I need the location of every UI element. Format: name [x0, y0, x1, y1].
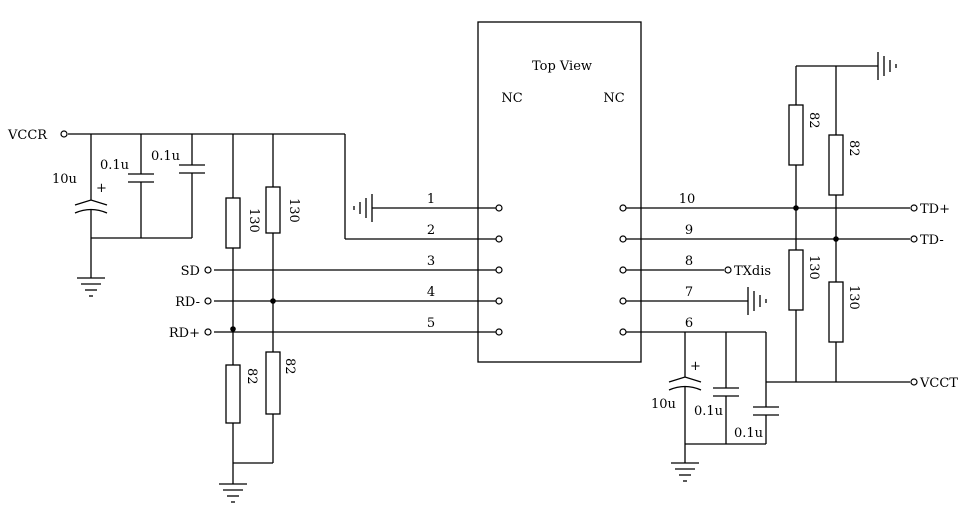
pin-3-label: 3 — [427, 254, 435, 269]
r-td-top-2-value: 82 — [846, 140, 861, 157]
sd-terminal — [204, 266, 212, 274]
chip-body — [477, 21, 642, 363]
rx-cap-2-value: 0.1u — [151, 149, 180, 164]
pin-1-label: 1 — [427, 192, 435, 207]
txdis-terminal — [724, 266, 732, 274]
tx-cap-2-value: 0.1u — [734, 426, 763, 441]
rd-minus-label: RD- — [175, 295, 200, 310]
vccr-label: VCCR — [7, 128, 48, 143]
rd-minus-junction — [270, 298, 276, 304]
pin-1-ground-symbol — [353, 194, 373, 222]
td-minus-label: TD- — [920, 233, 944, 248]
vcct-terminal — [910, 378, 918, 386]
r-td-bot-2-value: 130 — [846, 285, 861, 310]
rd-minus-terminal — [204, 297, 212, 305]
pin-5-label: 5 — [427, 316, 435, 331]
td-plus-terminal — [910, 204, 918, 212]
chip-nc-left: NC — [501, 91, 522, 106]
td-ground-symbol — [877, 52, 897, 80]
pin-6-label: 6 — [685, 316, 693, 331]
td-plus-label: TD+ — [920, 202, 950, 217]
rd-plus-label: RD+ — [169, 326, 200, 341]
vccr-terminal — [60, 130, 68, 138]
rx-cap-1-value: 0.1u — [100, 158, 129, 173]
r-rd-bot-2-value: 82 — [282, 358, 297, 375]
txdis-label: TXdis — [734, 264, 771, 279]
chip-header: Top View — [532, 59, 592, 74]
tx-ground-symbol — [671, 462, 699, 482]
left-pin-wires — [214, 207, 496, 333]
chip-nc-right: NC — [603, 91, 624, 106]
rx-ground-symbol — [77, 277, 105, 297]
tx-bulk-cap-polarity: + — [690, 359, 701, 374]
rx-bulk-cap-value: 10u — [52, 172, 77, 187]
left-pin-sockets — [495, 204, 503, 336]
r-rd-bot-1-value: 82 — [244, 368, 259, 385]
r-td-top-1-value: 82 — [806, 112, 821, 129]
tx-cap-1-value: 0.1u — [694, 404, 723, 419]
vccr-rail — [68, 133, 346, 239]
rx-bulk-cap-polarity: + — [96, 181, 107, 196]
rd-plus-junction — [230, 326, 236, 332]
td-termination-network — [766, 65, 910, 383]
tx-capacitor-network — [668, 332, 779, 463]
pin-7-ground-symbol — [747, 287, 767, 315]
right-pin-sockets — [619, 204, 627, 336]
r-rd-top-2-value: 130 — [286, 198, 301, 223]
r-td-bot-1-value: 130 — [806, 255, 821, 280]
td-minus-terminal — [910, 235, 918, 243]
rd-termination-network — [225, 134, 281, 484]
pin-8-label: 8 — [685, 254, 693, 269]
r-rd-top-1-value: 130 — [246, 208, 261, 233]
tx-bulk-cap-value: 10u — [651, 397, 676, 412]
td-minus-junction — [833, 236, 839, 242]
sd-label: SD — [181, 264, 200, 279]
pin-2-label: 2 — [427, 223, 435, 238]
rd-ground-symbol — [219, 483, 247, 503]
vcct-label: VCCT — [919, 376, 958, 391]
rd-plus-terminal — [204, 328, 212, 336]
pin-7-label: 7 — [685, 285, 693, 300]
right-pin-wires — [626, 207, 910, 333]
pin-4-label: 4 — [427, 285, 435, 300]
rx-capacitor-network — [74, 134, 205, 278]
td-plus-junction — [793, 205, 799, 211]
pin-10-label: 10 — [679, 192, 696, 207]
pin-9-label: 9 — [685, 223, 693, 238]
